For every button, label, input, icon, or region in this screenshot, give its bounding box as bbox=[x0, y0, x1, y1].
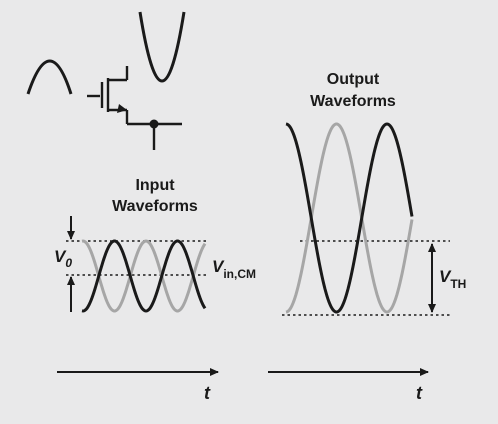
vth-label: VTH bbox=[439, 267, 466, 291]
input-heading-line1: Input bbox=[135, 177, 175, 194]
input-arc-sketch bbox=[26, 59, 73, 95]
output-heading-line1: Output bbox=[327, 71, 380, 88]
vin-cm-label: Vin,CM bbox=[212, 257, 256, 281]
v0-label: V0 bbox=[54, 247, 72, 270]
output-waveform bbox=[285, 122, 414, 314]
transistor-symbol bbox=[87, 66, 182, 150]
right-time-label: t bbox=[416, 383, 423, 403]
input-waveform-inverted bbox=[81, 239, 207, 313]
output-heading-line2: Waveforms bbox=[310, 93, 396, 110]
output-waveform-inverted bbox=[285, 122, 414, 314]
input-waveform bbox=[81, 239, 207, 313]
left-time-label: t bbox=[204, 383, 211, 403]
output-node-dot bbox=[149, 119, 159, 129]
output-parabola-sketch bbox=[138, 11, 186, 83]
input-heading-line2: Waveforms bbox=[112, 198, 198, 215]
transistor-source-arrow bbox=[117, 104, 127, 113]
